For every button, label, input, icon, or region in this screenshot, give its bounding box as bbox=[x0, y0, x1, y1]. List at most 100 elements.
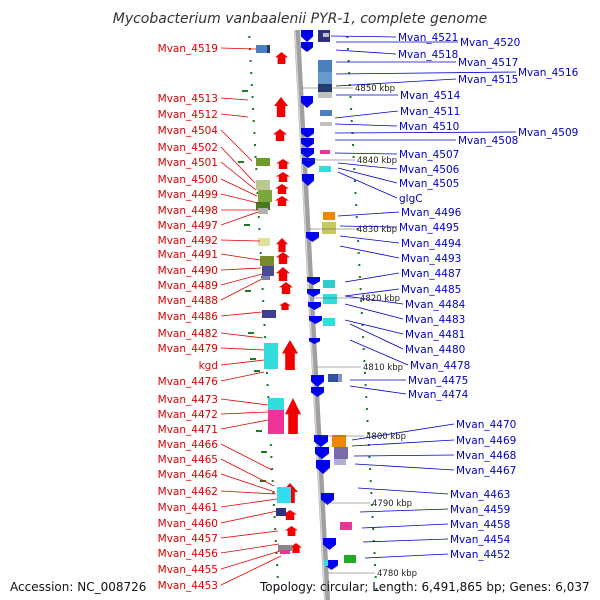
gene-segment[interactable] bbox=[268, 398, 284, 410]
forward-gene-arrow[interactable] bbox=[279, 302, 291, 310]
forward-gene-arrow[interactable] bbox=[290, 543, 302, 553]
gene-label-left[interactable]: Mvan_4498 bbox=[158, 205, 218, 217]
reverse-gene-arrow[interactable] bbox=[308, 302, 321, 310]
forward-gene-arrow[interactable] bbox=[275, 52, 288, 64]
gene-label-right[interactable]: Mvan_4493 bbox=[401, 253, 461, 265]
gene-label-right[interactable]: Mvan_4452 bbox=[450, 549, 510, 561]
gene-segment[interactable] bbox=[334, 459, 346, 465]
gene-label-right[interactable]: Mvan_4469 bbox=[456, 435, 516, 447]
gene-label-left[interactable]: Mvan_4512 bbox=[158, 109, 218, 121]
gene-segment[interactable] bbox=[338, 374, 342, 382]
gene-label-right[interactable]: Mvan_4463 bbox=[450, 489, 510, 501]
gene-segment[interactable] bbox=[258, 208, 268, 214]
gene-label-left[interactable]: Mvan_4501 bbox=[158, 157, 218, 169]
gene-segment[interactable] bbox=[256, 45, 268, 53]
forward-gene-arrow[interactable] bbox=[276, 159, 290, 169]
reverse-gene-arrow[interactable] bbox=[323, 538, 336, 550]
reverse-gene-arrow[interactable] bbox=[325, 560, 338, 570]
reverse-gene-arrow[interactable] bbox=[311, 387, 324, 397]
gene-segment[interactable] bbox=[258, 238, 270, 246]
gene-segment[interactable] bbox=[262, 276, 270, 280]
gene-label-right[interactable]: Mvan_4487 bbox=[401, 268, 461, 280]
gene-label-left[interactable]: Mvan_4482 bbox=[158, 328, 218, 340]
forward-gene-arrow[interactable] bbox=[276, 252, 290, 264]
gene-label-left[interactable]: Mvan_4500 bbox=[158, 174, 218, 186]
gene-label-left[interactable]: kgd bbox=[199, 360, 218, 372]
reverse-gene-arrow[interactable] bbox=[309, 316, 322, 324]
gene-segment[interactable] bbox=[323, 212, 335, 220]
reverse-gene-arrow[interactable] bbox=[311, 375, 324, 387]
gene-segment[interactable] bbox=[323, 294, 337, 304]
gene-segment[interactable] bbox=[267, 45, 270, 53]
gene-label-left[interactable]: Mvan_4490 bbox=[158, 265, 218, 277]
gene-label-left[interactable]: Mvan_4502 bbox=[158, 142, 218, 154]
reverse-gene-arrow[interactable] bbox=[301, 148, 314, 158]
forward-gene-arrow[interactable] bbox=[273, 129, 287, 141]
gene-segment[interactable] bbox=[322, 222, 336, 234]
gene-label-right[interactable]: Mvan_4508 bbox=[458, 135, 518, 147]
gene-segment[interactable] bbox=[328, 374, 338, 382]
gene-label-left[interactable]: Mvan_4461 bbox=[158, 502, 218, 514]
reverse-gene-arrow[interactable] bbox=[301, 138, 314, 148]
reverse-gene-arrow[interactable] bbox=[301, 96, 313, 108]
forward-gene-arrow[interactable] bbox=[276, 172, 290, 182]
gene-label-right[interactable]: Mvan_4511 bbox=[400, 106, 460, 118]
reverse-gene-arrow[interactable] bbox=[302, 174, 314, 186]
gene-label-right[interactable]: Mvan_4496 bbox=[401, 207, 462, 219]
gene-label-right[interactable]: Mvan_4478 bbox=[410, 360, 470, 372]
gene-label-left[interactable]: Mvan_4457 bbox=[158, 533, 218, 545]
reverse-gene-arrow[interactable] bbox=[301, 128, 314, 138]
gene-segment[interactable] bbox=[320, 110, 332, 116]
gene-label-right[interactable]: Mvan_4458 bbox=[450, 519, 510, 531]
gene-label-left[interactable]: Mvan_4489 bbox=[158, 280, 218, 292]
forward-gene-arrow[interactable] bbox=[276, 238, 288, 252]
forward-gene-arrow[interactable] bbox=[274, 97, 288, 117]
reverse-gene-arrow[interactable] bbox=[306, 232, 319, 242]
gene-segment[interactable] bbox=[256, 158, 270, 166]
forward-gene-arrow[interactable] bbox=[276, 267, 290, 281]
gene-label-right[interactable]: Mvan_4483 bbox=[405, 314, 465, 326]
gene-label-left[interactable]: Mvan_4471 bbox=[158, 424, 218, 436]
gene-label-right[interactable]: Mvan_4509 bbox=[518, 127, 578, 139]
gene-segment[interactable] bbox=[258, 190, 272, 202]
gene-label-left[interactable]: Mvan_4491 bbox=[158, 249, 218, 261]
gene-label-left[interactable]: Mvan_4453 bbox=[158, 580, 218, 592]
reverse-gene-arrow[interactable] bbox=[301, 30, 313, 42]
reverse-gene-arrow[interactable] bbox=[321, 493, 334, 505]
reverse-gene-arrow[interactable] bbox=[307, 289, 320, 297]
forward-gene-arrow[interactable] bbox=[279, 282, 293, 294]
gene-segment[interactable] bbox=[320, 150, 330, 154]
gene-segment[interactable] bbox=[318, 60, 332, 72]
gene-segment[interactable] bbox=[280, 550, 290, 554]
gene-label-right[interactable]: Mvan_4518 bbox=[398, 49, 458, 61]
gene-segment[interactable] bbox=[262, 266, 274, 276]
gene-label-left[interactable]: Mvan_4488 bbox=[158, 295, 218, 307]
gene-label-right[interactable]: Mvan_4459 bbox=[450, 504, 510, 516]
gene-segment[interactable] bbox=[340, 522, 352, 530]
gene-segment[interactable] bbox=[323, 33, 329, 37]
gene-segment[interactable] bbox=[260, 256, 274, 266]
forward-gene-arrow[interactable] bbox=[285, 398, 301, 434]
gene-label-right[interactable]: Mvan_4475 bbox=[408, 375, 468, 387]
gene-label-right[interactable]: Mvan_4480 bbox=[405, 344, 465, 356]
gene-segment[interactable] bbox=[323, 318, 335, 326]
gene-label-right[interactable]: Mvan_4454 bbox=[450, 534, 511, 546]
forward-gene-arrow[interactable] bbox=[283, 510, 297, 520]
gene-label-right[interactable]: Mvan_4514 bbox=[400, 90, 461, 102]
gene-label-left[interactable]: Mvan_4473 bbox=[158, 394, 218, 406]
gene-segment[interactable] bbox=[256, 180, 270, 190]
gene-label-left[interactable]: Mvan_4462 bbox=[158, 486, 218, 498]
gene-label-right[interactable]: Mvan_4467 bbox=[456, 465, 516, 477]
forward-gene-arrow[interactable] bbox=[285, 526, 298, 536]
gene-label-left[interactable]: Mvan_4476 bbox=[158, 376, 219, 388]
gene-label-right[interactable]: Mvan_4517 bbox=[458, 57, 518, 69]
gene-segment[interactable] bbox=[344, 555, 356, 563]
gene-label-left[interactable]: Mvan_4460 bbox=[158, 518, 218, 530]
gene-label-left[interactable]: Mvan_4486 bbox=[158, 311, 219, 323]
gene-segment[interactable] bbox=[319, 166, 331, 172]
gene-label-right[interactable]: Mvan_4520 bbox=[460, 37, 520, 49]
gene-label-right[interactable]: Mvan_4495 bbox=[399, 222, 459, 234]
gene-label-left[interactable]: Mvan_4455 bbox=[158, 564, 218, 576]
gene-label-left[interactable]: Mvan_4472 bbox=[158, 409, 218, 421]
gene-label-left[interactable]: Mvan_4492 bbox=[158, 235, 218, 247]
